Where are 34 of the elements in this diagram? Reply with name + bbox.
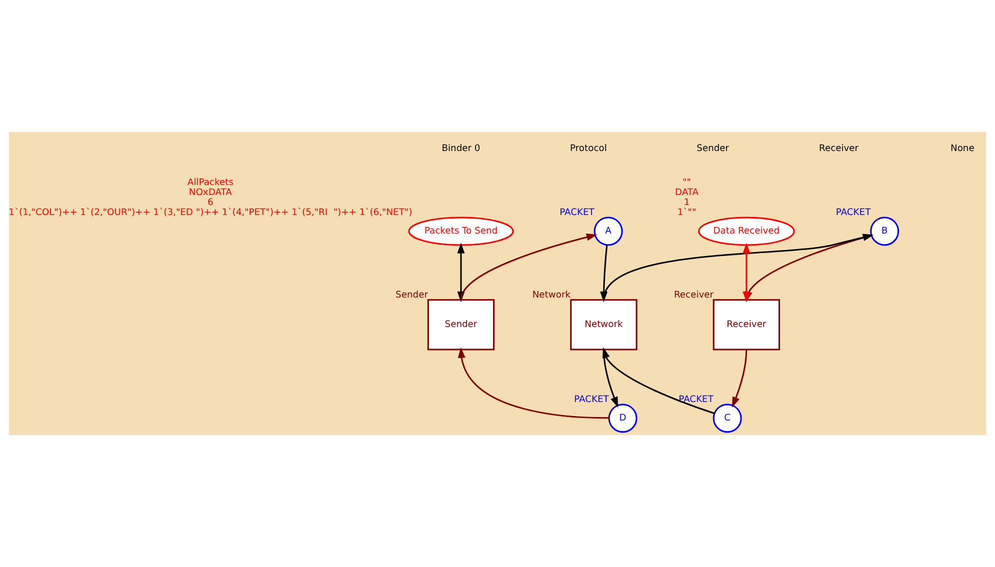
arrow xyxy=(460,234,598,300)
node-box: Sender xyxy=(427,299,495,350)
node-label: PACKET xyxy=(678,394,714,405)
node-label: PACKET xyxy=(836,208,871,218)
label: Protocol xyxy=(570,144,607,154)
arrow xyxy=(602,350,618,408)
node-label: Receiver xyxy=(674,290,714,300)
node-ellipse: Packets To Send xyxy=(408,216,514,246)
node-label: Network xyxy=(532,290,571,300)
node-label: 6 xyxy=(207,198,214,208)
node-label: DATA xyxy=(675,188,699,198)
node-label: NOxDATA xyxy=(188,188,232,198)
node-label: 1`"" xyxy=(677,208,696,218)
arrow xyxy=(742,242,750,302)
node-label: PACKET xyxy=(574,394,609,405)
node-circle: C xyxy=(712,404,742,433)
label: Receiver xyxy=(819,144,859,154)
label: None xyxy=(950,144,974,154)
node-circle: D xyxy=(608,404,638,433)
label: Sender xyxy=(696,144,730,154)
label: Binder 0 xyxy=(442,144,480,154)
node-circle: A xyxy=(594,216,623,246)
node-circle: B xyxy=(870,216,900,246)
arrow xyxy=(602,234,874,300)
node-label: 1`(1,"COL")++ 1`(2,"OUR")++ 1`(3,"ED ")++ 1`(4,"PET")++ 1`(5,"RI ")++ 1`(6,"NET") xyxy=(8,208,412,218)
node-box: Network xyxy=(570,299,638,350)
node-label: PACKET xyxy=(560,208,594,218)
node-ellipse: Data Received xyxy=(698,216,795,246)
node-box: Receiver xyxy=(712,299,780,350)
node-label: 1 xyxy=(684,198,690,208)
node-label: "" xyxy=(682,178,691,188)
node-label: AllPackets xyxy=(187,178,234,188)
node-label: Sender xyxy=(396,290,428,300)
arrow xyxy=(732,350,748,408)
